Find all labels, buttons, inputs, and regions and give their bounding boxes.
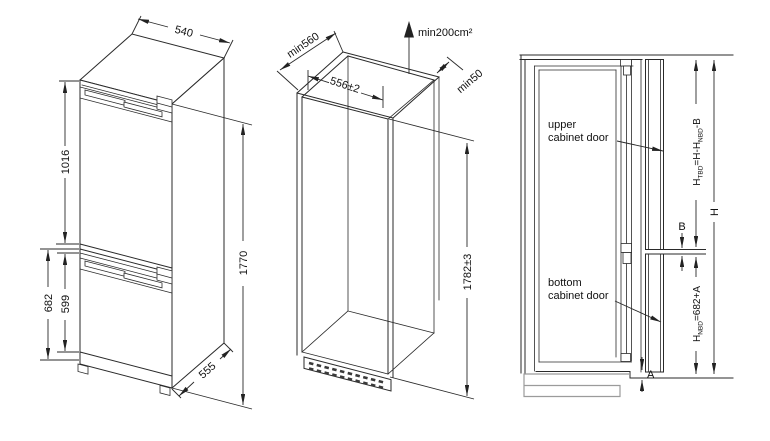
dim-lower-door-599: 599	[57, 252, 79, 353]
door-mounting-drawing: upper cabinet door bottom cabinet door H…	[519, 54, 734, 398]
dim-upper-door-formula: HTBD=H-HNBD-B	[692, 60, 705, 247]
dim-label-total-height: 1770	[238, 251, 250, 275]
fridge-drawing: 540 1016 682 599 177	[40, 15, 253, 410]
dim-vent-area: min200cm²	[404, 21, 473, 74]
dim-label-min-depth: min560	[285, 30, 322, 60]
dim-label-vent-area: min200cm²	[418, 27, 473, 39]
dim-label-door-gap: B	[678, 221, 685, 233]
dim-lower-door-formula: HNBD=682+A	[692, 257, 705, 374]
upper-door-label-text: upper cabinet door	[548, 119, 609, 144]
dim-total-height-1770: 1770	[171, 103, 253, 410]
dim-label-total-height-H: H	[709, 208, 721, 216]
dim-label-lower-door-formula: HNBD=682+A	[692, 286, 705, 342]
dim-total-height-H: H	[709, 60, 721, 374]
vent-grille	[303, 356, 392, 392]
dim-label-lower-section-height: 682	[43, 294, 55, 312]
dim-label-upper-door-formula: HTBD=H-HNBD-B	[692, 118, 705, 186]
dim-label-inner-height: 1782±3	[462, 254, 474, 291]
niche-body	[296, 51, 440, 392]
dim-inner-height: 1782±3	[388, 118, 475, 400]
dim-label-bottom-gap: A	[647, 369, 655, 381]
plinth-outline	[523, 373, 630, 398]
upper-cabinet-door-panel	[645, 59, 664, 250]
bottom-door-label: bottom cabinet door	[548, 277, 662, 323]
hinge-middle	[620, 243, 632, 264]
dim-label-width: 540	[173, 24, 194, 40]
bottom-cabinet-door-panel	[645, 253, 664, 373]
dim-width-540: 540	[131, 15, 234, 59]
dim-lower-section-682: 682	[40, 248, 79, 361]
upper-door-label: upper cabinet door	[548, 119, 664, 152]
hinge-top	[620, 59, 632, 76]
dim-label-upper-door-height: 1016	[60, 150, 72, 174]
dim-label-inner-width: 556±2	[328, 75, 361, 96]
dim-bottom-gap-A: A	[639, 357, 655, 392]
up-arrow-icon	[404, 21, 414, 38]
cabinet-structure	[519, 54, 734, 398]
dim-rear-clearance: min50	[436, 56, 486, 96]
niche-drawing: min560 556±2 min50 min200cm² 1782±3	[276, 21, 486, 400]
fridge-body	[77, 33, 226, 397]
hinge-bottom	[620, 353, 631, 362]
dim-label-rear-clearance: min50	[455, 67, 486, 95]
dim-door-gap-B: B	[678, 221, 686, 271]
bottom-door-label-text: bottom cabinet door	[548, 277, 609, 302]
dim-inner-width: 556±2	[307, 70, 384, 108]
dim-label-lower-door-height: 599	[60, 295, 72, 313]
dim-upper-door-1016: 1016	[56, 80, 79, 245]
